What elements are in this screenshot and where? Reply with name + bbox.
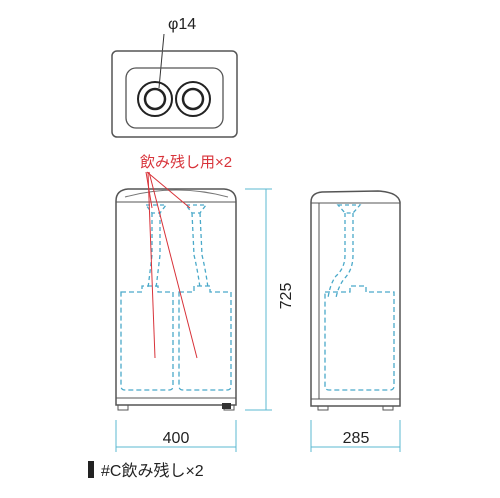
side-foot-right <box>382 405 394 411</box>
side-foot-left <box>317 405 329 411</box>
right-opening-outer <box>175 81 211 117</box>
caption-text: #C飲み残し×2 <box>101 462 204 480</box>
note-leader-3 <box>147 171 156 359</box>
right-tank <box>178 285 232 391</box>
height-label: 725 <box>278 283 295 310</box>
side-view <box>310 190 401 411</box>
top-lid-recess <box>125 67 224 129</box>
left-tank <box>120 285 174 391</box>
left-opening-inner <box>143 87 167 111</box>
caption-marker <box>88 461 94 478</box>
right-funnel <box>184 204 208 214</box>
left-hose <box>147 213 161 289</box>
right-hose <box>191 212 209 289</box>
note-leader-2 <box>146 171 191 209</box>
side-tank <box>324 285 395 391</box>
right-opening-inner <box>181 87 205 111</box>
note-leader-4 <box>148 171 198 359</box>
depth-dimension: 285 <box>310 420 401 452</box>
side-funnel <box>336 204 362 214</box>
left-opening-outer <box>137 81 173 117</box>
side-hose <box>327 213 354 299</box>
width-dimension: 400 <box>115 420 237 452</box>
front-foot-left <box>117 404 129 411</box>
hole-diameter-label: φ14 <box>168 16 196 33</box>
width-label: 400 <box>163 430 190 447</box>
front-lid-curve <box>124 189 229 198</box>
hole-leader-line <box>158 33 165 89</box>
front-view <box>115 171 237 411</box>
front-lock-icon <box>222 403 231 409</box>
top-view: φ14 <box>111 16 238 138</box>
top-lid-outline <box>111 50 238 138</box>
front-body-outline <box>115 188 237 406</box>
height-dimension: 725 <box>245 188 295 411</box>
nozzle-note-label: 飲み残し用×2 <box>140 154 232 171</box>
side-body-outline <box>310 190 401 407</box>
depth-label: 285 <box>343 430 370 447</box>
